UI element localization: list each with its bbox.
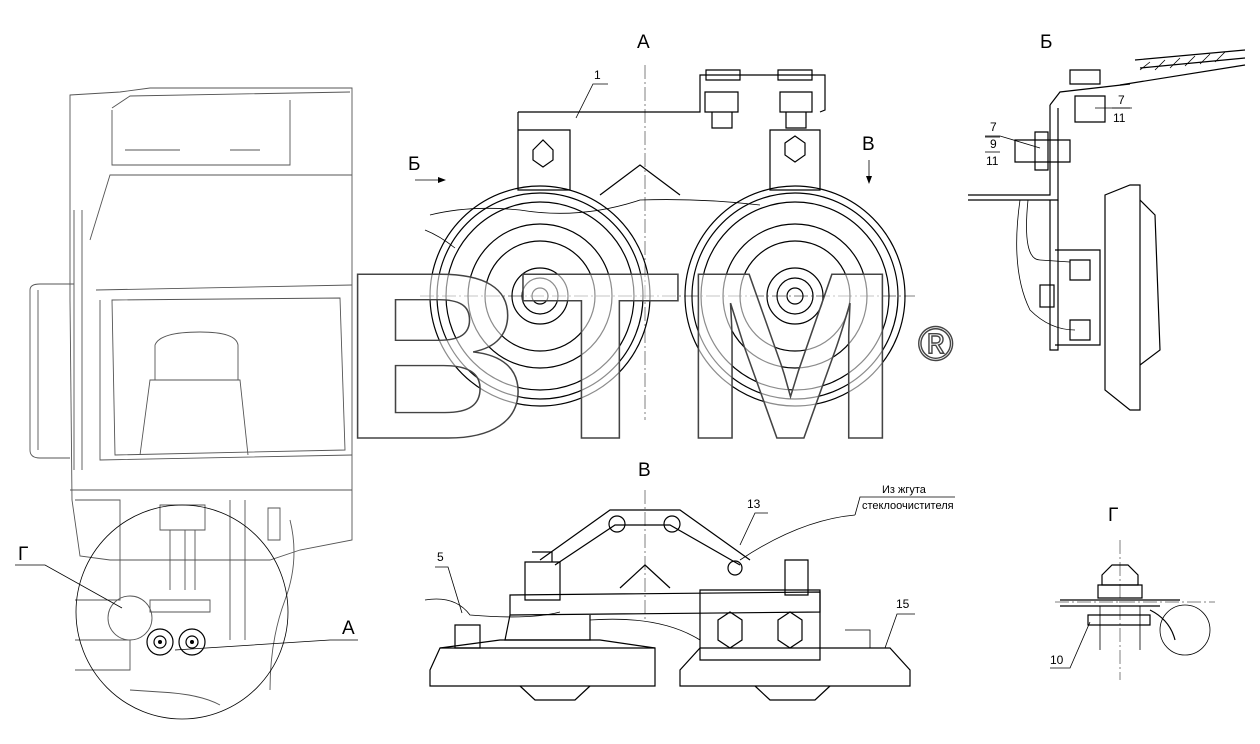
cab-ref-g: Г <box>18 544 28 565</box>
callout-5: 5 <box>437 550 444 564</box>
cab-view-references: Г А <box>15 544 358 651</box>
note-line-1: Из жгута <box>882 484 927 496</box>
view-arrow-v-label: В <box>862 134 875 155</box>
view-arrow-b-label: Б <box>408 154 420 175</box>
view-b-side-detail: Б 7 11 7 9 11 <box>968 32 1246 411</box>
callout-11: 11 <box>986 154 999 168</box>
watermark-logo: ВТМ ® <box>339 223 954 489</box>
callout-1: 1 <box>594 68 601 82</box>
callout-15: 15 <box>896 597 910 611</box>
view-label-g: Г <box>1108 505 1118 526</box>
watermark-text: ВТМ <box>340 224 900 489</box>
view-g-detail: Г 10 <box>1050 505 1215 680</box>
callout-7: 7 <box>990 120 997 134</box>
callout-13: 13 <box>747 497 761 511</box>
callout-11-upper: 11 <box>1113 111 1126 125</box>
watermark-registered-mark: ® <box>918 318 953 371</box>
cab-ref-a: А <box>342 618 355 639</box>
view-label-v: В <box>638 460 651 481</box>
view-a-horn-assembly: 1 А Б В <box>408 32 915 420</box>
view-label-a: А <box>637 32 650 53</box>
callout-9: 9 <box>990 137 997 151</box>
callout-10: 10 <box>1050 653 1064 667</box>
note-line-2: стеклоочистителя <box>862 500 954 512</box>
callout-7-upper: 7 <box>1118 93 1125 107</box>
view-label-b: Б <box>1040 32 1052 53</box>
cab-side-view <box>29 87 353 720</box>
view-v-top-detail: В 5 13 15 Из жгута стеклоочистителя <box>424 460 955 701</box>
